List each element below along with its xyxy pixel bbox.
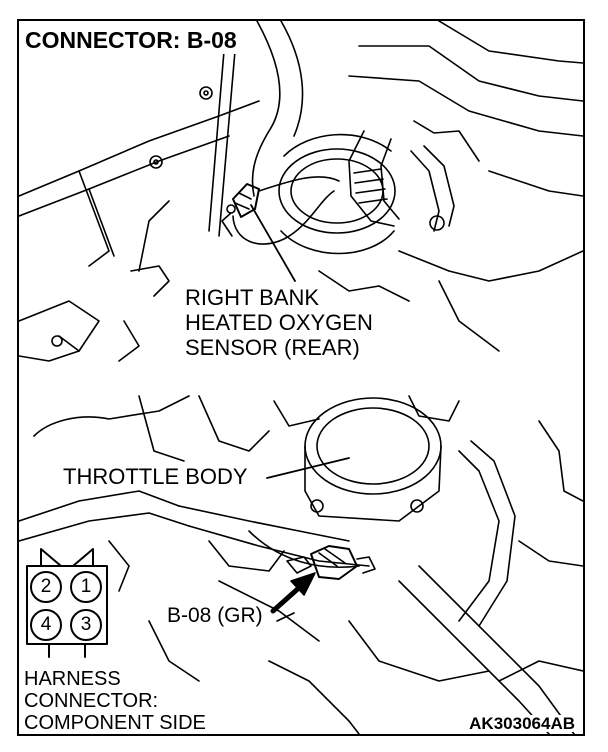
- harness-caption-line2: CONNECTOR:: [24, 690, 159, 712]
- connector-pin-3: 3: [70, 609, 102, 641]
- harness-caption-line1: HARNESS: [24, 668, 121, 690]
- sensor-label-line1: RIGHT BANK: [185, 285, 320, 310]
- sensor-label-line2: HEATED OXYGEN: [185, 310, 373, 335]
- throttle-body-label: THROTTLE BODY: [63, 464, 248, 489]
- figure-code: AK303064AB: [469, 714, 575, 733]
- diagram-frame: 2 1 4 3 CONNECTOR: B-08 RIGHT BANK HEATE…: [17, 19, 585, 736]
- connector-pin-1: 1: [70, 571, 102, 603]
- engine-illustration: [19, 21, 583, 734]
- connector-b08-label: B-08 (GR): [167, 604, 263, 627]
- upper-engine-view: [19, 21, 583, 362]
- harness-caption-line3: COMPONENT SIDE: [24, 712, 206, 734]
- lower-engine-view: [19, 395, 583, 734]
- harness-connector-symbol: [26, 548, 108, 658]
- sensor-label-line3: SENSOR (REAR): [185, 335, 360, 360]
- connector-pin-4: 4: [30, 609, 62, 641]
- connector-title: CONNECTOR: B-08: [25, 29, 240, 54]
- connector-pin-2: 2: [30, 571, 62, 603]
